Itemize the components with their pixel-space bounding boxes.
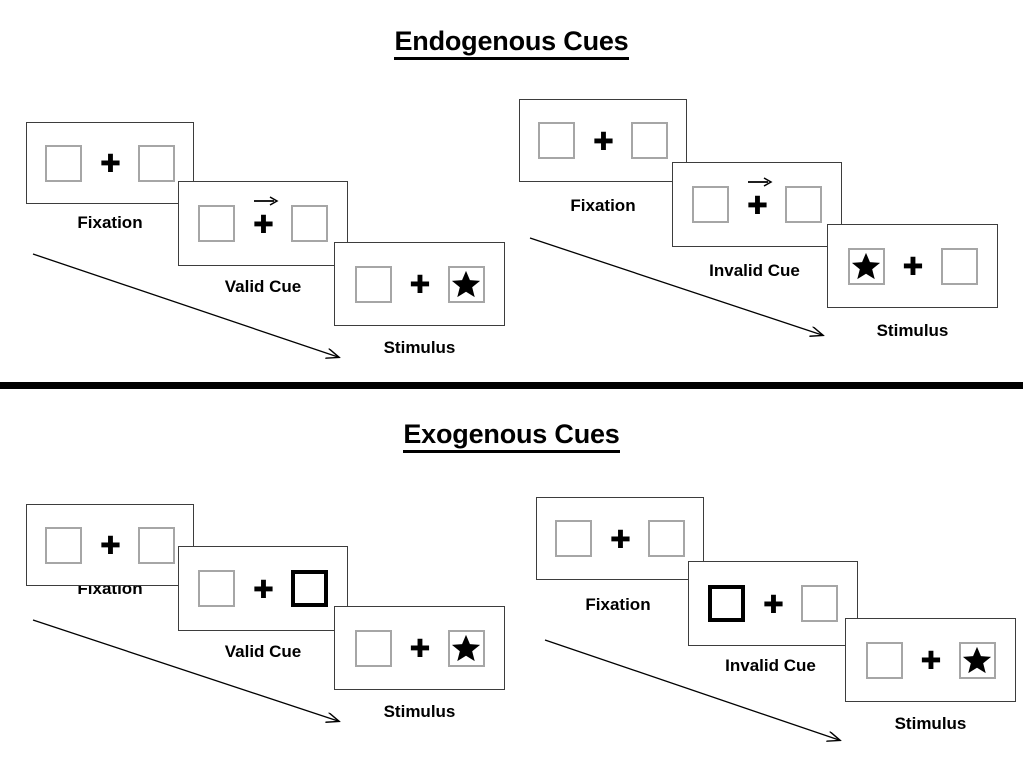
fixation-cross-icon: ✚	[409, 270, 431, 299]
left-cued-box	[708, 585, 745, 622]
caption-endogenous-invalid-cue: Invalid Cue	[709, 261, 800, 280]
trial-frame-endogenous-invalid-cue: ✚	[672, 162, 842, 247]
frame-content: ✚	[354, 265, 485, 303]
fixation-cross-container: ✚	[253, 195, 279, 239]
left-placeholder-box	[692, 186, 729, 223]
fixation-cross-icon: ✚	[100, 531, 121, 560]
caption-exogenous-invalid-stimulus: Stimulus	[894, 714, 967, 733]
right-target-box	[447, 265, 485, 303]
caption-exogenous-valid-cue: Valid Cue	[224, 642, 302, 661]
caption-exogenous-valid-stimulus: Stimulus	[383, 702, 456, 721]
fixation-cross-container: ✚	[100, 531, 121, 560]
section-title-endogenous: Endogenous Cues	[0, 26, 1023, 60]
trial-frame-endogenous-invalid-stimulus: ✚	[827, 224, 998, 308]
frame-content: ✚	[198, 570, 328, 607]
caption-exogenous-invalid-cue: Invalid Cue	[725, 656, 816, 675]
left-placeholder-box	[198, 205, 235, 242]
frame-content: ✚	[865, 641, 996, 679]
fixation-cross-icon: ✚	[253, 574, 274, 604]
caption-endogenous-invalid-stimulus: Stimulus	[876, 321, 949, 340]
caption-endogenous-valid-fixation: Fixation	[77, 213, 143, 232]
trial-frame-endogenous-valid-cue: ✚	[178, 181, 348, 266]
fixation-cross-icon: ✚	[902, 252, 924, 281]
left-placeholder-box	[198, 570, 235, 607]
fixation-cross-icon: ✚	[747, 190, 768, 220]
trial-frame-endogenous-valid-fixation: ✚	[26, 122, 194, 204]
right-placeholder-box	[940, 247, 978, 285]
section-title-exogenous-text: Exogenous Cues	[403, 419, 620, 453]
frame-content: ✚	[538, 122, 668, 159]
right-target-box	[958, 641, 996, 679]
right-placeholder-box	[648, 520, 685, 557]
caption-exogenous-invalid-fixation: Fixation	[585, 595, 651, 614]
frame-content: ✚	[692, 176, 822, 223]
left-placeholder-box	[45, 526, 82, 564]
trial-frame-exogenous-invalid-cue: ✚	[688, 561, 858, 646]
fixation-cross-container: ✚	[747, 176, 773, 220]
fixation-cross-container: ✚	[100, 149, 121, 178]
fixation-cross-container: ✚	[593, 126, 614, 156]
right-placeholder-box	[291, 205, 328, 242]
caption-endogenous-invalid-fixation: Fixation	[570, 196, 636, 215]
left-target-box	[847, 247, 885, 285]
trial-frame-exogenous-valid-stimulus: ✚	[334, 606, 505, 690]
cue-arrow-right-icon	[747, 176, 773, 188]
left-placeholder-box	[865, 641, 903, 679]
section-title-exogenous: Exogenous Cues	[0, 419, 1023, 453]
right-placeholder-box	[138, 144, 175, 182]
left-placeholder-box	[354, 265, 392, 303]
fixation-cross-container: ✚	[763, 589, 784, 619]
fixation-cross-icon: ✚	[920, 646, 942, 675]
frame-content: ✚	[45, 144, 175, 182]
left-placeholder-box	[555, 520, 592, 557]
right-placeholder-box	[631, 122, 668, 159]
left-placeholder-box	[354, 629, 392, 667]
fixation-cross-container: ✚	[253, 574, 274, 604]
fixation-cross-icon: ✚	[253, 209, 274, 239]
section-divider	[0, 382, 1023, 389]
fixation-cross-icon: ✚	[593, 126, 614, 156]
trial-frame-exogenous-invalid-fixation: ✚	[536, 497, 704, 580]
cue-arrow-right-icon	[253, 195, 279, 207]
frame-content: ✚	[847, 247, 978, 285]
star-icon	[962, 645, 992, 675]
fixation-cross-icon: ✚	[100, 149, 121, 178]
caption-endogenous-valid-stimulus: Stimulus	[383, 338, 456, 357]
fixation-cross-container: ✚	[409, 270, 431, 299]
trial-frame-endogenous-valid-stimulus: ✚	[334, 242, 505, 326]
frame-content: ✚	[708, 585, 838, 622]
fixation-cross-container: ✚	[409, 634, 431, 663]
fixation-cross-container: ✚	[610, 524, 631, 554]
fixation-cross-icon: ✚	[763, 589, 784, 619]
right-placeholder-box	[785, 186, 822, 223]
frame-content: ✚	[354, 629, 485, 667]
frame-content: ✚	[198, 195, 328, 242]
frame-content: ✚	[45, 526, 175, 564]
star-icon	[851, 251, 881, 281]
right-placeholder-box	[138, 526, 175, 564]
trial-frame-exogenous-valid-cue: ✚	[178, 546, 348, 631]
fixation-cross-container: ✚	[902, 252, 924, 281]
trial-frame-exogenous-valid-fixation: ✚	[26, 504, 194, 586]
trial-frame-endogenous-invalid-fixation: ✚	[519, 99, 687, 182]
right-cued-box	[291, 570, 328, 607]
star-icon	[451, 633, 481, 663]
trial-frame-exogenous-invalid-stimulus: ✚	[845, 618, 1016, 702]
frame-content: ✚	[555, 520, 685, 557]
left-placeholder-box	[538, 122, 575, 159]
fixation-cross-container: ✚	[920, 646, 942, 675]
right-target-box	[447, 629, 485, 667]
left-placeholder-box	[45, 144, 82, 182]
fixation-cross-icon: ✚	[610, 524, 631, 554]
section-title-endogenous-text: Endogenous Cues	[394, 26, 629, 60]
fixation-cross-icon: ✚	[409, 634, 431, 663]
right-placeholder-box	[801, 585, 838, 622]
caption-endogenous-valid-cue: Valid Cue	[224, 277, 302, 296]
star-icon	[451, 269, 481, 299]
